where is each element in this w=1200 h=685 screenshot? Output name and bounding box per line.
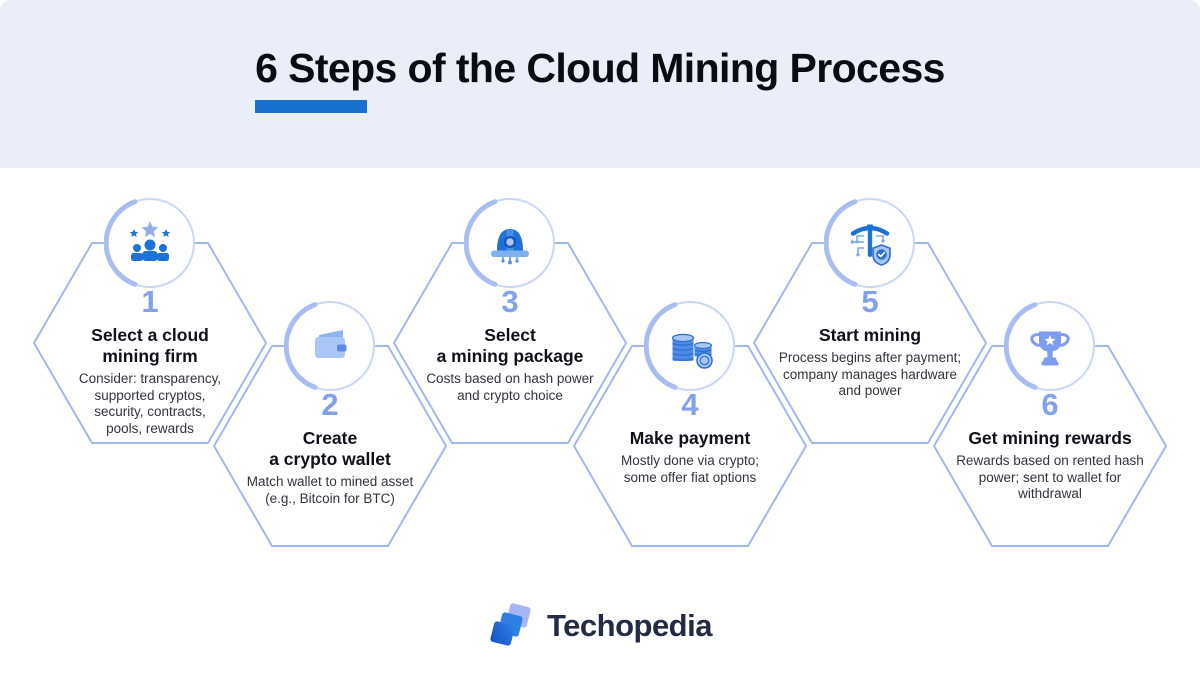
coins-icon [644,301,735,391]
step-title: Create a crypto wallet [269,428,391,469]
brand-name: Techopedia [547,608,712,643]
hexagon-shape [752,242,988,444]
wallet-icon [284,301,375,391]
step-content: 1 Select a cloud mining firm Consider: t… [20,286,280,437]
step-description: Mostly done via crypto; some offer fiat … [620,453,760,485]
step-title: Select a mining package [436,325,584,366]
pickaxe-shield-icon [824,198,915,288]
step-2: 2 Create a crypto wallet Match wallet to… [210,301,450,549]
step-title: Start mining [818,325,922,345]
step-4: 4 Make payment Mostly done via crypto; s… [570,301,810,549]
title-underline [255,100,368,114]
step-number: 2 [321,387,339,422]
page-title: 6 Steps of the Cloud Mining Process [255,45,945,91]
trophy-icon [1004,301,1095,391]
step-6: 6 Get mining rewards Rewards based on re… [930,301,1170,549]
techopedia-logo-icon [490,603,531,646]
step-number: 6 [1041,387,1059,422]
team-stars-icon [104,198,195,288]
step-number: 5 [861,284,879,319]
step-1: 1 Select a cloud mining firm Consider: t… [30,198,270,446]
step-number: 1 [141,284,159,319]
hexagon-shape [32,242,268,444]
step-content: 3 Select a mining package Costs based on… [380,286,640,404]
step-description: Consider: transparency, supported crypto… [78,371,222,436]
step-content: 5 Start mining Process begins after paym… [740,286,1000,400]
hexagon-shape [572,345,808,547]
step-5: 5 Start mining Process begins after paym… [750,198,990,446]
step-description: Costs based on hash power and crypto cho… [426,371,594,403]
step-description: Match wallet to mined asset (e.g., Bitco… [246,474,414,506]
footer: Techopedia [0,602,1200,650]
step-number: 3 [501,284,519,319]
mining-helmet-icon [464,198,555,288]
step-description: Rewards based on rented hash power; sent… [956,453,1144,501]
step-description: Process begins after payment; company ma… [778,350,962,398]
hexagon-shape [392,242,628,444]
step-content: 4 Make payment Mostly done via crypto; s… [560,389,820,486]
step-content: 6 Get mining rewards Rewards based on re… [920,389,1180,503]
step-number: 4 [681,387,699,422]
step-3: 3 Select a mining package Costs based on… [390,198,630,446]
title-block: 6 Steps of the Cloud Mining Process [255,0,945,114]
hexagon-shape [212,345,448,547]
step-title: Make payment [629,428,751,448]
step-title: Select a cloud mining firm [91,325,209,366]
hexagon-shape [932,345,1168,547]
step-content: 2 Create a crypto wallet Match wallet to… [200,389,460,507]
step-title: Get mining rewards [968,428,1132,448]
header-band: 6 Steps of the Cloud Mining Process [0,0,1200,168]
